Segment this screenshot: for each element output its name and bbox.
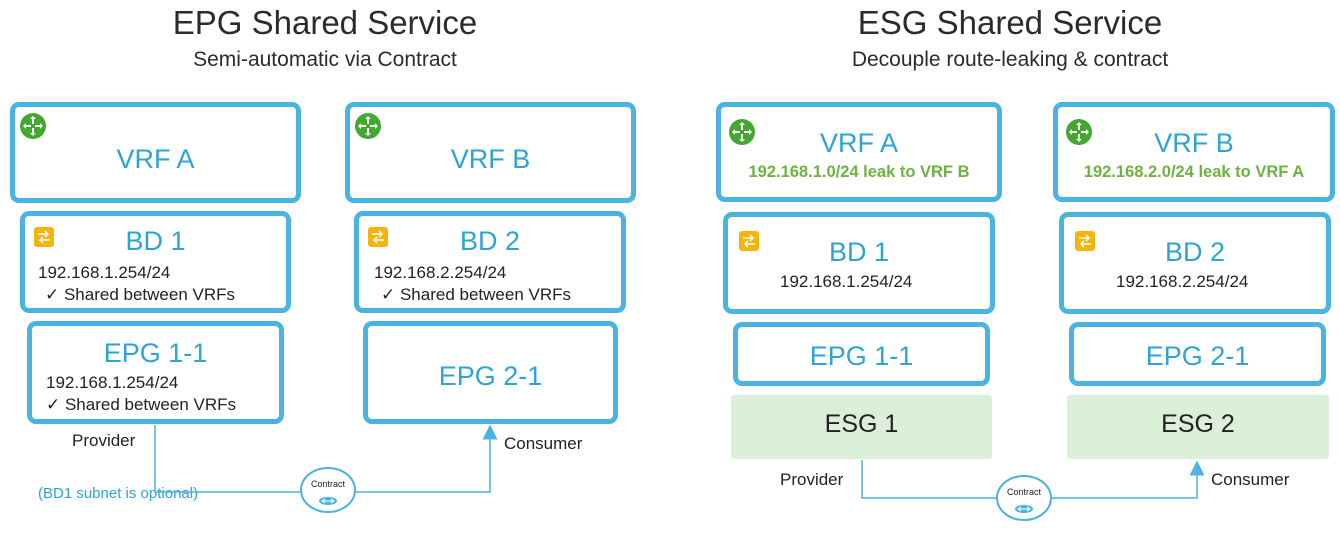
esg2-label: ESG 2 xyxy=(1161,410,1235,438)
bd2-shared: ✓ Shared between VRFs xyxy=(381,285,572,304)
bridge-domain-icon xyxy=(739,231,759,251)
vrf-a-leak: 192.168.1.0/24 leak to VRF B xyxy=(748,163,970,181)
left-bd2-box[interactable]: BD 2 192.168.2.254/24 ✓ Shared between V… xyxy=(354,211,626,313)
left-vrf-a-box[interactable]: VRF A xyxy=(10,102,301,203)
right-epg21-box[interactable]: EPG 2-1 xyxy=(1069,322,1326,386)
bridge-domain-icon xyxy=(1075,231,1095,251)
left-provider-line xyxy=(154,425,300,493)
right-vrf-a-label: VRF A xyxy=(819,128,899,158)
right-bd1-subnet: 192.168.1.254/24 xyxy=(780,272,913,291)
left-epg11-box[interactable]: EPG 1-1 192.168.1.254/24 ✓ Shared betwee… xyxy=(27,321,284,424)
vrf-b-label: VRF B xyxy=(450,144,531,174)
router-icon xyxy=(1066,119,1092,145)
router-icon xyxy=(20,113,46,139)
router-icon xyxy=(355,113,381,139)
bd2-label: BD 2 xyxy=(459,226,521,256)
router-icon xyxy=(729,119,755,145)
right-vrf-b-label: VRF B xyxy=(1154,128,1234,158)
vrf-a-label: VRF A xyxy=(116,144,195,174)
right-subtitle: Decouple route-leaking & contract xyxy=(851,48,1169,71)
left-contract-label: Contract xyxy=(310,479,345,489)
contract-icon xyxy=(300,467,356,513)
vrf-b-leak: 192.168.2.0/24 leak to VRF A xyxy=(1083,163,1305,181)
right-vrf-a-box[interactable]: VRF A 192.168.1.0/24 leak to VRF B xyxy=(716,102,1002,202)
esg1-label: ESG 1 xyxy=(824,410,899,438)
right-bd2-subnet: 192.168.2.254/24 xyxy=(1116,272,1249,291)
right-title: ESG Shared Service xyxy=(857,4,1163,41)
bd1-subnet: 192.168.1.254/24 xyxy=(38,263,171,282)
right-provider-line xyxy=(861,460,996,499)
right-bd1-label: BD 1 xyxy=(828,237,890,267)
bd2-subnet: 192.168.2.254/24 xyxy=(374,263,507,282)
epg11-shared: ✓ Shared between VRFs xyxy=(46,395,237,414)
right-consumer-line xyxy=(1052,460,1205,499)
bridge-domain-icon xyxy=(368,227,388,247)
bridge-domain-icon xyxy=(34,227,54,247)
left-title: EPG Shared Service xyxy=(172,4,478,41)
right-vrf-b-box[interactable]: VRF B 192.168.2.0/24 leak to VRF A xyxy=(1053,102,1335,202)
bd1-shared: ✓ Shared between VRFs xyxy=(45,285,236,304)
right-bd1-box[interactable]: BD 1 192.168.1.254/24 xyxy=(723,212,995,314)
right-epg11-box[interactable]: EPG 1-1 xyxy=(733,322,990,386)
right-provider-label: Provider xyxy=(780,470,844,489)
left-bd1-box[interactable]: BD 1 192.168.1.254/24 ✓ Shared between V… xyxy=(20,211,291,313)
left-provider-label: Provider xyxy=(72,431,136,450)
epg21-label: EPG 2-1 xyxy=(438,361,543,391)
right-consumer-label: Consumer xyxy=(1211,470,1290,489)
left-vrf-b-box[interactable]: VRF B xyxy=(345,102,636,203)
bd1-label: BD 1 xyxy=(125,226,186,256)
left-epg21-box[interactable]: EPG 2-1 xyxy=(363,321,618,424)
esg2-box[interactable]: ESG 2 xyxy=(1067,395,1329,459)
left-optional-note: (BD1 subnet is optional) xyxy=(38,485,199,502)
right-epg11-label: EPG 1-1 xyxy=(809,341,914,371)
right-bd2-label: BD 2 xyxy=(1164,237,1226,267)
left-consumer-line xyxy=(356,424,498,493)
left-consumer-label: Consumer xyxy=(504,434,583,453)
esg1-box[interactable]: ESG 1 xyxy=(731,395,992,459)
contract-icon xyxy=(996,475,1052,521)
right-bd2-box[interactable]: BD 2 192.168.2.254/24 xyxy=(1059,212,1331,314)
left-subtitle: Semi-automatic via Contract xyxy=(193,48,457,71)
epg11-subnet: 192.168.1.254/24 xyxy=(46,373,179,392)
epg11-label: EPG 1-1 xyxy=(103,338,208,368)
right-epg21-label: EPG 2-1 xyxy=(1145,341,1250,371)
right-contract-label: Contract xyxy=(1006,487,1041,497)
